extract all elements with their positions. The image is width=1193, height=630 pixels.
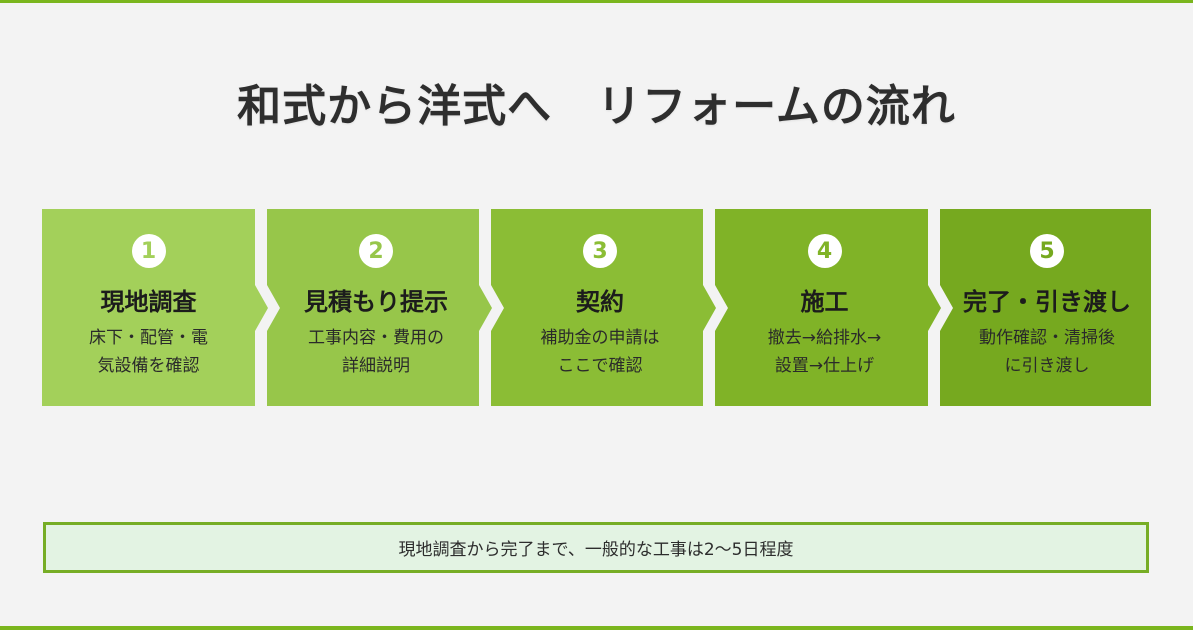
step-description: 工事内容・費用の 詳細説明	[308, 328, 444, 376]
top-accent-bar	[0, 0, 1193, 3]
step-description: 床下・配管・電 気設備を確認	[89, 328, 208, 376]
step-number-badge: 5	[1030, 234, 1064, 268]
step-title: 完了・引き渡し	[963, 288, 1131, 316]
step-number: 2	[368, 238, 384, 264]
duration-note-text: 現地調査から完了まで、一般的な工事は2〜5日程度	[398, 540, 794, 560]
step-4: 4 施工 撤去→給排水→ 設置→仕上げ	[718, 209, 931, 406]
step-description: 撤去→給排水→ 設置→仕上げ	[767, 328, 882, 376]
step-number: 5	[1039, 238, 1055, 264]
step-title: 現地調査	[100, 288, 197, 316]
step-title: 契約	[576, 288, 624, 316]
step-description: 動作確認・清掃後 に引き渡し	[979, 328, 1115, 376]
step-title: 施工	[800, 288, 849, 316]
step-title: 見積もり提示	[304, 288, 448, 316]
step-number: 4	[816, 238, 833, 264]
step-number-badge: 4	[807, 234, 842, 268]
step-2: 2 見積もり提示 工事内容・費用の 詳細説明	[270, 209, 482, 406]
step-5: 5 完了・引き渡し 動作確認・清掃後 に引き渡し	[943, 209, 1151, 406]
page-title: 和式から洋式へ リフォームの流れ	[237, 81, 956, 132]
step-1: 1 現地調査 床下・配管・電 気設備を確認	[42, 209, 255, 406]
step-description: 補助金の申請は ここで確認	[540, 328, 660, 376]
step-number-badge: 1	[131, 234, 166, 268]
step-3: 3 契約 補助金の申請は ここで確認	[494, 209, 706, 406]
step-number: 1	[140, 238, 157, 264]
step-number: 3	[592, 238, 608, 264]
step-number-badge: 2	[359, 234, 393, 268]
bottom-accent-bar	[0, 626, 1193, 630]
step-number-badge: 3	[583, 234, 617, 268]
duration-note-banner: 現地調査から完了まで、一般的な工事は2〜5日程度	[43, 522, 1149, 573]
